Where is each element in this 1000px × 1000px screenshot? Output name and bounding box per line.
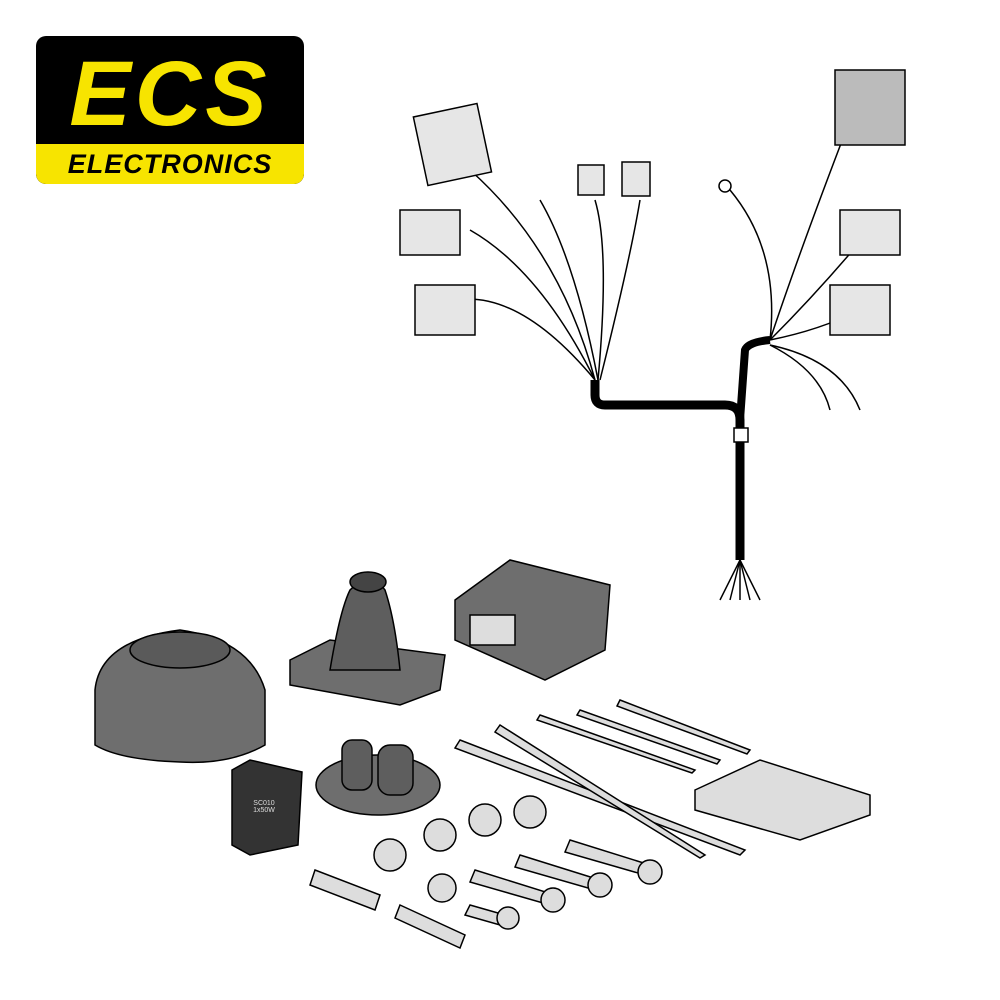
logo-brand: ECS — [69, 43, 271, 145]
logo-subtitle: ELECTRONICS — [67, 149, 273, 179]
wiring-harness — [454, 119, 871, 601]
cable-ties — [453, 699, 752, 859]
relay-label: SC010 1x50W — [244, 800, 284, 814]
grommet — [289, 571, 446, 706]
logo-band — [36, 144, 304, 184]
screws-and-nuts — [309, 795, 663, 950]
socket — [94, 629, 266, 764]
relay — [231, 759, 303, 856]
ecs-logo: ECS ELECTRONICS — [36, 36, 304, 184]
connectors — [399, 69, 906, 443]
small-grommet — [315, 739, 441, 816]
control-module — [454, 559, 611, 681]
relay-rating: 1x50W — [253, 807, 275, 814]
relay-model: SC010 — [253, 800, 275, 807]
instructions-booklet — [694, 759, 871, 841]
